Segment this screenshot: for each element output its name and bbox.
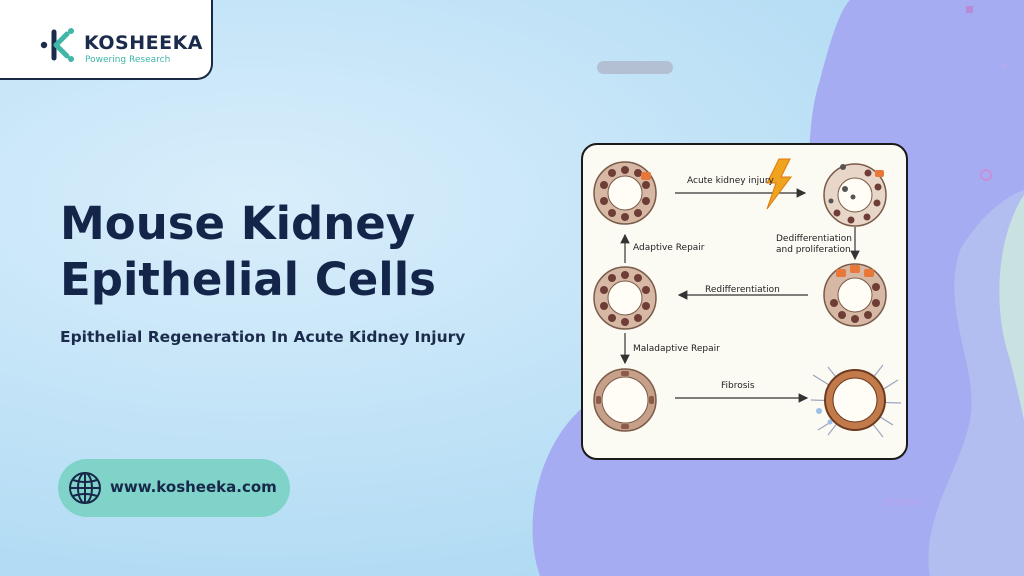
title-line-1: Mouse Kidney — [60, 197, 416, 250]
svg-text:◇◇◇◇◇: ◇◇◇◇◇ — [883, 497, 922, 508]
diagram-graphics — [593, 158, 902, 438]
tubule-healthy — [593, 161, 657, 225]
brand-name: KOSHEEKA — [84, 32, 203, 54]
title-line-2: Epithelial Cells — [60, 253, 436, 306]
logo-card: KOSHEEKA Powering Research — [0, 0, 213, 80]
tubule-maladaptive — [593, 368, 657, 432]
label-dediff-1: Dedifferentiation — [776, 234, 852, 244]
label-maladaptive-repair: Maladaptive Repair — [633, 344, 720, 354]
tubule-injured — [823, 163, 887, 227]
label-redifferentiation: Redifferentiation — [705, 285, 780, 295]
label-acute-injury: Acute kidney injury — [687, 176, 774, 186]
kidney-injury-diagram: Acute kidney injury Dedifferentiation an… — [581, 143, 908, 460]
page-title: Mouse Kidney Epithelial Cells — [60, 196, 530, 308]
tubule-adaptive — [593, 266, 657, 330]
tubule-proliferating — [823, 263, 887, 327]
svg-text:+: + — [1000, 59, 1010, 73]
page-subtitle: Epithelial Regeneration In Acute Kidney … — [60, 328, 466, 346]
website-link[interactable]: www.kosheeka.com — [58, 459, 290, 517]
kosheeka-logo-mark — [40, 28, 74, 62]
label-fibrosis: Fibrosis — [721, 381, 755, 391]
label-adaptive-repair: Adaptive Repair — [633, 243, 705, 253]
lightning-icon — [766, 158, 792, 210]
label-dediff-2: and proliferation — [776, 245, 851, 255]
brand-tagline: Powering Research — [85, 55, 171, 65]
slide-handle — [597, 61, 673, 74]
tubule-fibrotic — [810, 364, 902, 438]
globe-icon — [69, 472, 101, 504]
website-url: www.kosheeka.com — [110, 478, 277, 496]
